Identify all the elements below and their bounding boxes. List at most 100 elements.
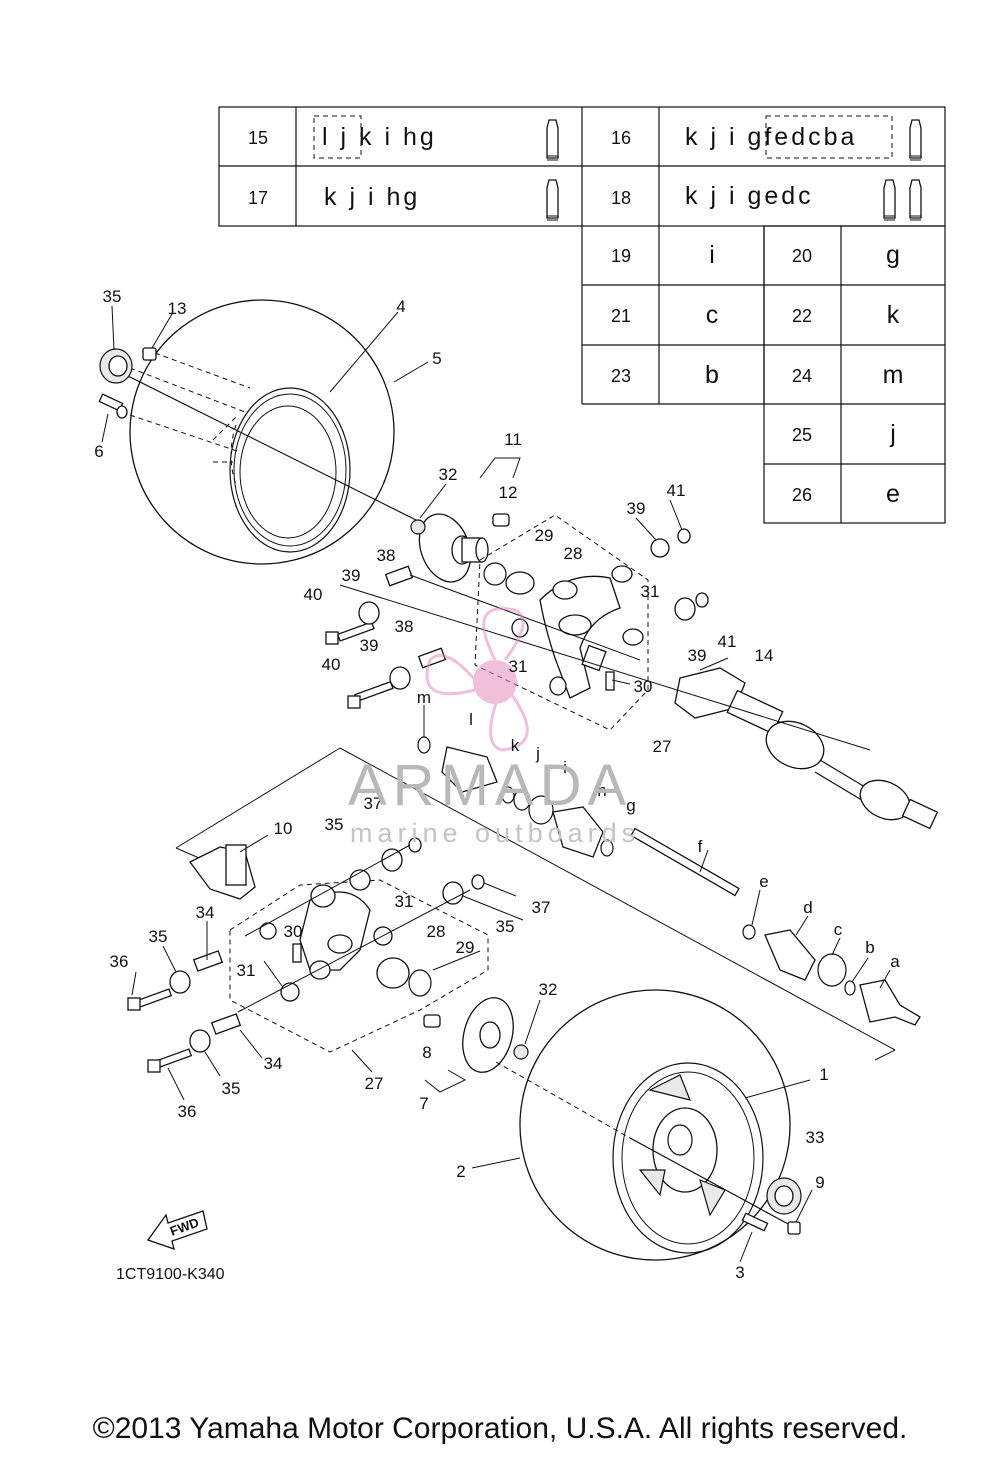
callout-label: 9	[815, 1173, 824, 1192]
callout-label: 31	[395, 892, 414, 911]
legend-letters: k j i gedc	[685, 182, 814, 210]
legend-table: 15 l j k i hg 16 k j i gfedcba 17 k j i …	[218, 106, 946, 524]
diagram-code: 1CT9100-K340	[116, 1266, 225, 1283]
upper-bolts	[325, 528, 709, 709]
callout-label: 4	[396, 297, 405, 316]
grease-tube-icon	[546, 119, 922, 221]
legend-letters: k j i hg	[324, 183, 420, 211]
callout-label: 37	[364, 794, 383, 813]
legend-letters: l j k i hg	[322, 123, 437, 151]
callout-label: 39	[688, 646, 707, 665]
callout-label: 13	[168, 299, 187, 318]
callout-label: 35	[325, 815, 344, 834]
callout-label: f	[698, 837, 703, 856]
callout-label: a	[890, 952, 900, 971]
callout-label: 36	[178, 1102, 197, 1121]
rear-drive-shaft	[674, 667, 939, 830]
callout-label: 27	[653, 737, 672, 756]
callout-label: 31	[237, 961, 256, 980]
watermark-name: ARMADA	[348, 753, 633, 818]
callout-label: 35	[103, 287, 122, 306]
watermark-logo	[425, 607, 529, 752]
callout-label: 2	[456, 1162, 465, 1181]
legend-part: 20	[792, 246, 812, 266]
callout-label: m	[417, 688, 431, 707]
callout-label: 6	[94, 442, 103, 461]
callout-label: 38	[395, 617, 414, 636]
wheel-nut	[142, 347, 157, 361]
copyright-notice: ©2013 Yamaha Motor Corporation, U.S.A. A…	[92, 1412, 908, 1445]
legend-part: 16	[611, 128, 631, 148]
legend-letters: g	[886, 241, 900, 269]
callout-label: j	[535, 744, 540, 763]
callout-label: 34	[196, 903, 215, 922]
callout-label: 31	[509, 657, 528, 676]
lower-arm-group-box	[229, 879, 489, 1053]
callout-label: 3	[735, 1263, 744, 1282]
callout-label: h	[597, 781, 606, 800]
callout-label: 1	[819, 1065, 828, 1084]
lower-wheel	[519, 989, 791, 1261]
callout-label: 30	[284, 922, 303, 941]
callout-label: 10	[274, 819, 293, 838]
legend-part: 21	[611, 306, 631, 326]
upper-hub	[410, 513, 510, 583]
callout-label: 36	[110, 952, 129, 971]
callout-label: 39	[627, 499, 646, 518]
leader-lines	[101, 305, 891, 1263]
cv-joint-kit	[417, 736, 921, 1026]
callout-label: 39	[360, 636, 379, 655]
callout-label: 35	[496, 917, 515, 936]
legend-letters: j	[889, 420, 896, 448]
callout-label: 33	[806, 1128, 825, 1147]
legend-part: 18	[611, 188, 631, 208]
callout-label: 39	[342, 566, 361, 585]
callout-label: 37	[532, 898, 551, 917]
wheel-stud	[741, 1212, 769, 1232]
legend-part: 26	[792, 485, 812, 505]
callout-label: 32	[439, 465, 458, 484]
callout-label: e	[759, 872, 768, 891]
wheel-nut	[787, 1221, 801, 1235]
legend-letters: m	[883, 361, 904, 389]
legend-part: 19	[611, 246, 631, 266]
hub-cap	[766, 1177, 802, 1215]
callout-label: 7	[419, 1094, 428, 1113]
callout-label: 27	[365, 1074, 384, 1093]
hub-cap	[99, 348, 133, 384]
callout-label: d	[803, 898, 812, 917]
fwd-arrow-icon: FWD	[146, 1210, 208, 1251]
callout-labels: 35 13 4 5 6 11 32 12 41 39 29 28 38 39 4…	[94, 287, 900, 1282]
legend-letters: k	[887, 301, 900, 329]
callout-label: 8	[422, 1043, 431, 1062]
callout-label: 40	[304, 585, 323, 604]
legend-part: 22	[792, 306, 812, 326]
callout-label: 38	[377, 546, 396, 565]
legend-letters: i	[709, 241, 715, 269]
legend-part: 24	[792, 366, 812, 386]
callout-label: c	[834, 920, 843, 939]
callout-label: 35	[149, 927, 168, 946]
upper-wheel	[119, 299, 421, 565]
legend-letters: k j i gfedcba	[685, 123, 857, 151]
watermark-subtitle: marine outboards	[350, 818, 641, 848]
callout-label: 32	[539, 980, 558, 999]
callout-label: 12	[499, 483, 518, 502]
lower-knuckle	[259, 869, 432, 1002]
legend-part: 15	[248, 128, 268, 148]
callout-label: 40	[322, 655, 341, 674]
callout-label: 11	[504, 430, 522, 449]
callout-label: k	[511, 736, 520, 755]
callout-label: 35	[222, 1079, 241, 1098]
legend-letters: b	[705, 361, 719, 389]
callout-label: g	[626, 796, 635, 815]
upper-knuckle	[483, 562, 644, 699]
callout-label: l	[469, 710, 473, 729]
legend-part: 25	[792, 425, 812, 445]
callout-label: b	[865, 938, 874, 957]
callout-label: 5	[432, 349, 441, 368]
callout-label: 28	[427, 922, 446, 941]
lower-bolts	[127, 837, 485, 1073]
legend-part: 23	[611, 366, 631, 386]
callout-label: 31	[641, 582, 660, 601]
